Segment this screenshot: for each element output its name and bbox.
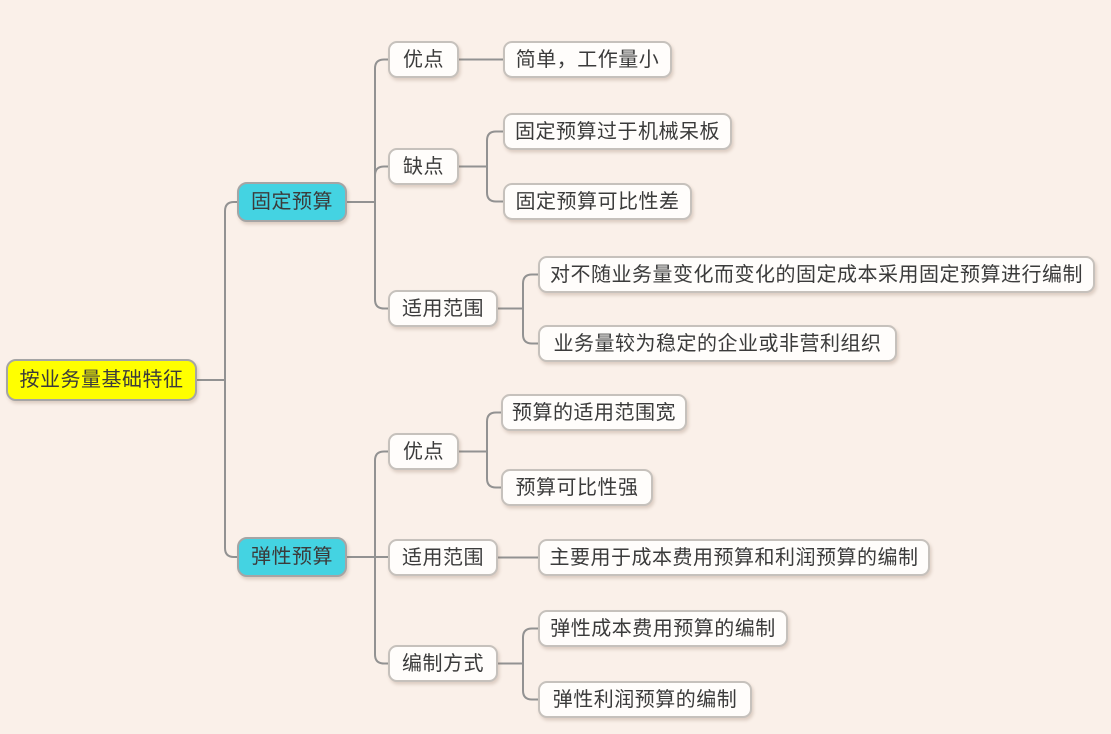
connector-fixed-cons-note-1	[458, 130, 504, 168]
node-fixed-cons-note-2[interactable]: 固定预算可比性差	[503, 183, 692, 220]
connector-flex-budget	[196, 379, 238, 558]
node-fixed-scope-note-1[interactable]: 对不随业务量变化而变化的固定成本采用固定预算进行编制	[538, 256, 1095, 293]
connector-fixed-scope-note-2	[497, 307, 539, 345]
node-fixed-cons[interactable]: 缺点	[388, 148, 459, 185]
node-root[interactable]: 按业务量基础特征	[6, 359, 197, 401]
connector-flex-method-note-2	[497, 662, 539, 701]
node-flex-pros-note-2[interactable]: 预算可比性强	[501, 469, 653, 506]
node-flex-method-note-1[interactable]: 弹性成本费用预算的编制	[538, 610, 788, 647]
node-flex-method-note-2[interactable]: 弹性利润预算的编制	[538, 681, 752, 718]
connector-fixed-pros	[346, 58, 389, 203]
connector-fixed-scope-note-1	[497, 273, 539, 310]
connector-flex-method-note-1	[497, 627, 539, 665]
node-flex-pros[interactable]: 优点	[388, 433, 459, 470]
connector-fixed-scope	[346, 201, 389, 310]
connector-fixed-cons	[346, 165, 389, 203]
node-flex-scope[interactable]: 适用范围	[388, 539, 498, 576]
node-fixed-pros-note-1[interactable]: 简单，工作量小	[503, 41, 672, 78]
node-fixed-pros[interactable]: 优点	[388, 41, 459, 78]
node-fixed-scope[interactable]: 适用范围	[388, 290, 498, 327]
connector-flex-pros	[346, 450, 389, 558]
connector-flex-pros-note-1	[458, 411, 502, 453]
node-fixed-cons-note-1[interactable]: 固定预算过于机械呆板	[503, 113, 732, 150]
node-fixed-scope-note-2[interactable]: 业务量较为稳定的企业或非营利组织	[538, 325, 897, 362]
connector-fixed-budget	[196, 201, 238, 381]
node-flex-method[interactable]: 编制方式	[388, 645, 498, 682]
connector-fixed-cons-note-2	[458, 165, 504, 203]
node-flex-budget[interactable]: 弹性预算	[237, 537, 347, 577]
node-flex-scope-note-1[interactable]: 主要用于成本费用预算和利润预算的编制	[538, 539, 930, 576]
connector-flex-pros-note-2	[458, 450, 502, 489]
connector-flex-method	[346, 556, 389, 665]
node-flex-pros-note-1[interactable]: 预算的适用范围宽	[501, 394, 687, 431]
node-fixed-budget[interactable]: 固定预算	[237, 182, 347, 222]
